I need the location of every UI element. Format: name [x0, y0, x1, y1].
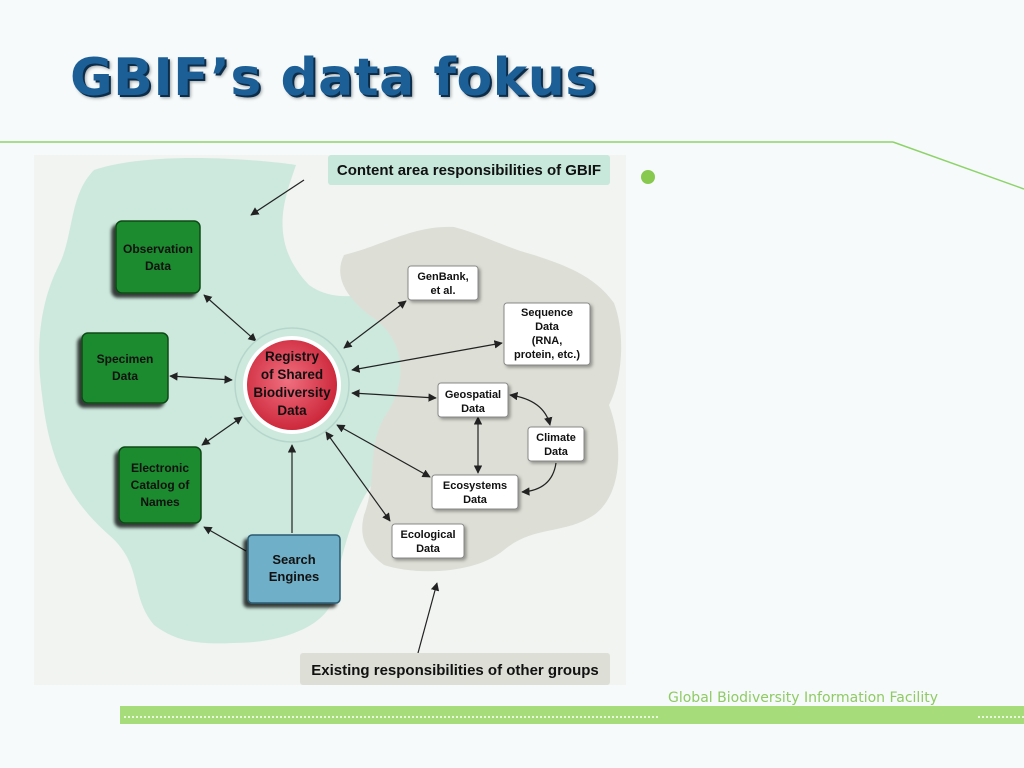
ecological-box-shape	[391, 523, 465, 559]
climate-label-line-2: Data	[544, 446, 569, 458]
others-callout: Existing responsibilities of other group…	[300, 653, 610, 685]
ecosystems-label-line-1: Ecosystems	[443, 480, 507, 492]
catalog-label-line-3: Names	[140, 495, 180, 509]
arrow-genbank	[343, 300, 407, 349]
gbif-callout-box	[328, 155, 610, 185]
connector-arrows	[169, 179, 557, 654]
genbank-label-line-1: GenBank,	[417, 271, 468, 283]
bullet-point	[641, 170, 655, 184]
climate-label-line-1: Climate	[536, 432, 576, 444]
observation-data-box: Observation Data	[115, 220, 201, 294]
others-callout-text: Existing responsibilities of other group…	[311, 662, 599, 679]
sequence-box-shape	[503, 302, 591, 366]
specimen-data-box: Specimen Data	[81, 332, 169, 404]
registry-label-line-3: Biodiversity	[253, 385, 331, 400]
catalog-box-shape	[118, 446, 202, 524]
climate-box-shape	[527, 426, 585, 462]
registry-label-line-1: Registry	[265, 349, 320, 364]
arrow-geospatial	[351, 389, 437, 402]
arrow-ecological	[325, 431, 391, 522]
observation-label-line-1: Observation	[123, 242, 193, 256]
arrow-climate-eco	[521, 462, 557, 496]
specimen-label-line-2: Data	[112, 369, 138, 383]
slide-title: GBIF’s data fokus	[70, 48, 597, 108]
catalog-label-line-2: Catalog of	[131, 478, 191, 492]
arrow-search-catalog	[203, 526, 247, 552]
ecological-label-line-2: Data	[416, 543, 441, 555]
geospatial-data-box: Geospatial Data	[437, 382, 509, 418]
sequence-label-line-3: (RNA,	[532, 335, 563, 347]
ecosystems-data-box: Ecosystems Data	[431, 474, 519, 510]
search-label-line-2: Engines	[269, 569, 320, 584]
search-box-shape	[247, 534, 341, 604]
header-accent-line	[892, 141, 1024, 190]
ecosystems-label-line-2: Data	[463, 494, 488, 506]
arrow-others-callout	[417, 582, 440, 654]
arrow-specimen	[169, 372, 233, 384]
ecosystems-box-shape	[431, 474, 519, 510]
arrow-catalog	[201, 416, 243, 446]
search-engines-box: Search Engines	[247, 534, 341, 604]
arrow-observation	[203, 294, 257, 342]
specimen-box-shape	[81, 332, 169, 404]
sequence-label-line-4: protein, etc.)	[514, 349, 580, 361]
geospatial-box-shape	[437, 382, 509, 418]
observation-box-shape	[115, 220, 201, 294]
names-catalog-box: Electronic Catalog of Names	[118, 446, 202, 524]
ecological-label-line-1: Ecological	[400, 529, 455, 541]
ecological-data-box: Ecological Data	[391, 523, 465, 559]
registry-ring	[234, 327, 350, 443]
registry-label-line-4: Data	[277, 403, 307, 418]
others-callout-box	[300, 653, 610, 685]
gbif-callout: Content area responsibilities of GBIF	[328, 155, 610, 185]
registry-label-line-2: of Shared	[261, 367, 323, 382]
footer-text: Global Biodiversity Information Facility	[668, 690, 938, 706]
arrow-geo-climate	[509, 391, 553, 426]
arrow-gbif-callout	[250, 179, 305, 216]
sequence-label-line-2: Data	[535, 321, 560, 333]
specimen-label-line-1: Specimen	[97, 352, 154, 366]
sequence-data-box: Sequence Data (RNA, protein, etc.)	[503, 302, 591, 366]
geospatial-label-line-2: Data	[461, 403, 486, 415]
registry-circle	[243, 336, 341, 434]
genbank-box-shape	[407, 265, 479, 301]
registry-node: Registry of Shared Biodiversity Data	[234, 327, 350, 443]
geospatial-label-line-1: Geospatial	[445, 389, 501, 401]
arrow-sequence	[351, 340, 503, 373]
footer-bar	[120, 706, 1024, 724]
genbank-label-line-2: et al.	[430, 285, 455, 297]
catalog-label-line-1: Electronic	[131, 461, 189, 475]
climate-data-box: Climate Data	[527, 426, 585, 462]
gbif-diagram: Registry of Shared Biodiversity Data Obs…	[34, 155, 626, 685]
gbif-callout-text: Content area responsibilities of GBIF	[337, 162, 601, 179]
search-label-line-1: Search	[272, 552, 315, 567]
observation-label-line-2: Data	[145, 259, 171, 273]
genbank-box: GenBank, et al.	[407, 265, 479, 301]
sequence-label-line-1: Sequence	[521, 307, 573, 319]
